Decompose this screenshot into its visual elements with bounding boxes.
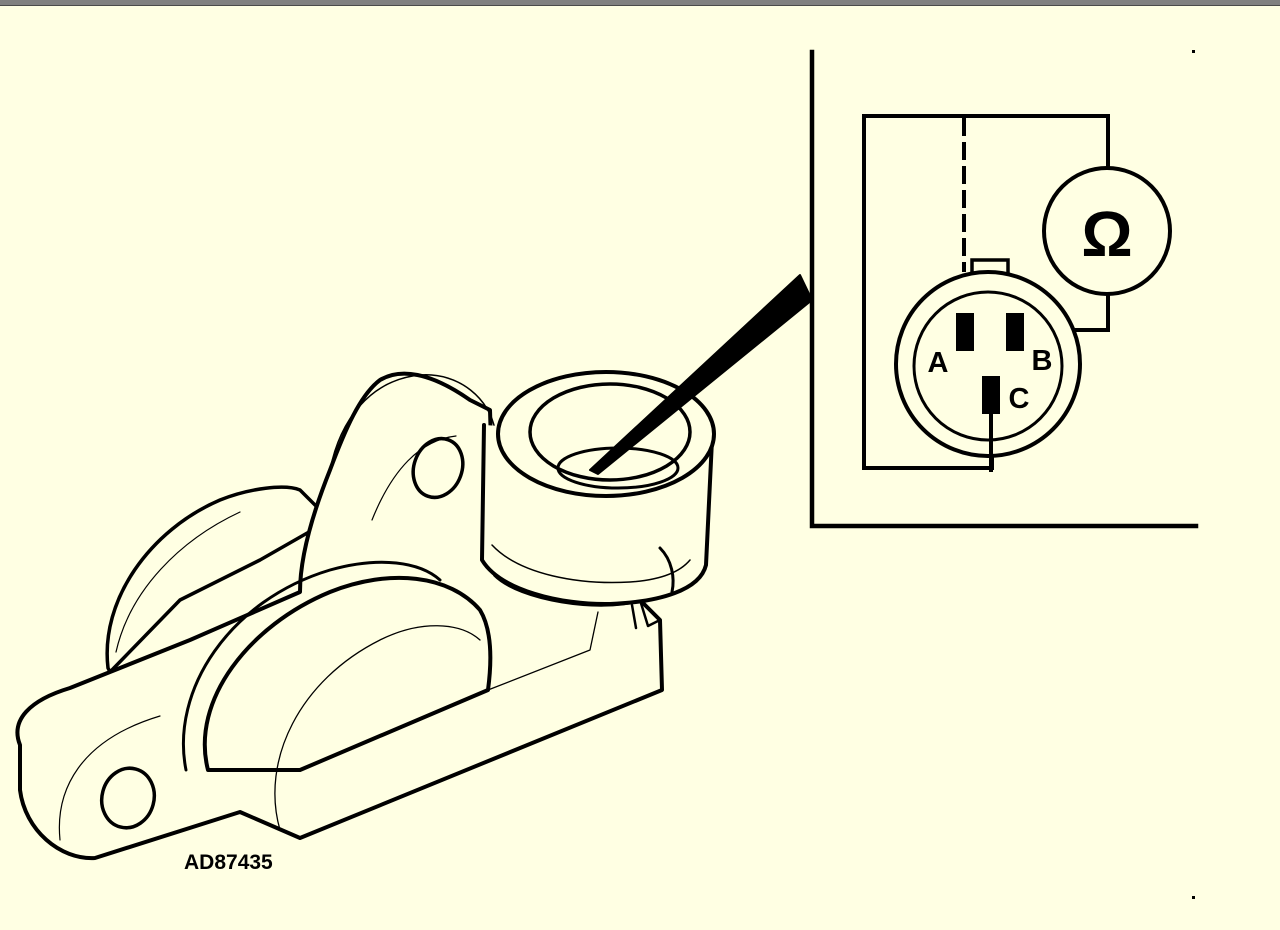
terminal-a-pin xyxy=(956,313,974,351)
connector-face xyxy=(912,290,1064,442)
sensor-front-dome xyxy=(202,575,493,772)
ohmmeter-icon xyxy=(1042,166,1172,296)
upper-mounting-hole xyxy=(411,436,465,500)
circuit-wire-meter-top xyxy=(963,114,1110,172)
terminal-b-label: B xyxy=(1032,345,1053,377)
sensor-illustration xyxy=(15,370,716,861)
sensor-rear-lobe xyxy=(105,485,332,674)
terminal-b-pin xyxy=(1006,313,1024,351)
corner-mark-bottom xyxy=(1192,896,1195,899)
figure-reference-code: AD87435 xyxy=(184,851,273,874)
corner-mark-top xyxy=(1192,50,1195,53)
ohm-symbol: Ω xyxy=(1081,198,1132,270)
inset-frame xyxy=(809,49,1199,529)
top-border xyxy=(0,0,1280,6)
terminal-c-pin xyxy=(982,376,1000,414)
circuit-inset xyxy=(809,49,1199,899)
lower-mounting-hole xyxy=(99,766,157,830)
terminal-a-label: A xyxy=(928,347,949,379)
terminal-c-label: C xyxy=(1009,383,1030,415)
